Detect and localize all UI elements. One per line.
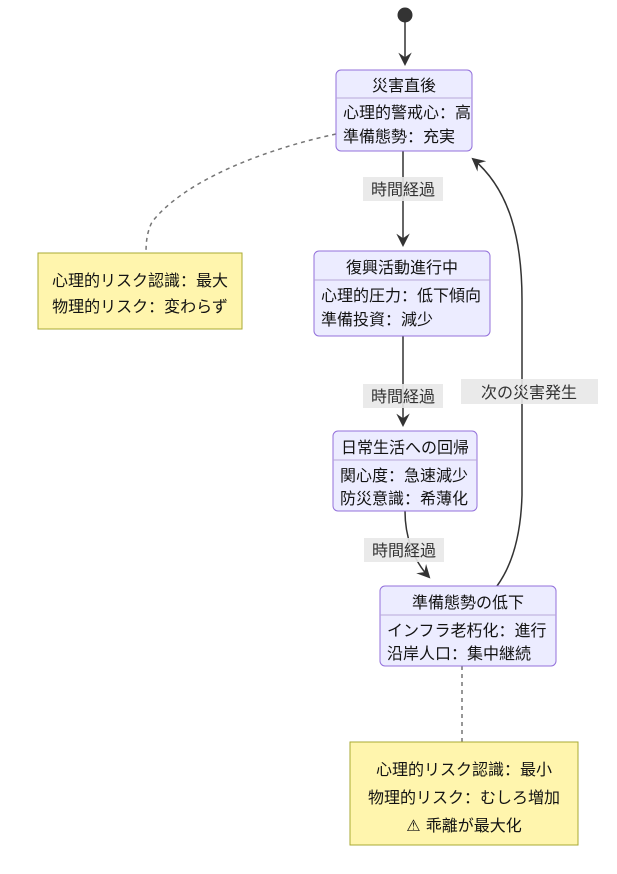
edge-label-text: 次の災害発生 [481,383,577,402]
edge-label-text: 時間経過 [372,541,436,560]
state-body-line: 沿岸人口：集中継続 [387,644,531,663]
state-immediate-aftermath: 災害直後 心理的警戒心：高 準備態勢：充実 [335,69,473,152]
note-line: 物理的リスク：むしろ増加 [368,788,560,807]
note-line: 心理的リスク認識：最小 [376,760,552,779]
state-preparedness-decline: 準備態勢の低下 インフラ老朽化：進行 沿岸人口：集中継続 [379,585,557,667]
state-body-line: 心理的圧力：低下傾向 [321,286,481,305]
state-recovery-in-progress: 復興活動進行中 心理的圧力：低下傾向 準備投資：減少 [313,250,491,337]
state-body-line: 準備投資：減少 [321,310,433,329]
edge-label-next-disaster: 次の災害発生 [461,379,598,404]
edge-label-text: 時間経過 [371,387,435,406]
edge-state4-to-state1 [471,157,523,587]
edge-label-time-1: 時間経過 [363,177,443,201]
state-title: 災害直後 [372,76,436,95]
state-body-line: 防災意識：希薄化 [340,489,468,508]
note-line: 物理的リスク：変わらず [52,297,228,316]
state-body-line: 心理的警戒心：高 [343,103,471,122]
state-body-line: 関心度：急速減少 [340,466,468,485]
state-body-line: インフラ老朽化：進行 [387,621,547,640]
note-left: 心理的リスク認識：最大 物理的リスク：変わらず [37,252,243,330]
note-line: 心理的リスク認識：最大 [52,271,228,290]
note-edge-state1-to-note-left [145,133,337,254]
state-return-to-daily-life: 日常生活への回帰 関心度：急速減少 防災意識：希薄化 [332,430,478,512]
edge-label-text: 時間経過 [371,180,435,199]
edge-label-time-3: 時間経過 [364,538,444,562]
state-title: 復興活動進行中 [346,258,458,277]
note-bottom: 心理的リスク認識：最小 物理的リスク：むしろ増加 ⚠ 乖離が最大化 [349,741,579,846]
note-line warning-line: ⚠ 乖離が最大化 [406,816,521,835]
state-title: 準備態勢の低下 [412,593,524,612]
state-title: 日常生活への回帰 [341,438,469,457]
initial-state-dot [397,7,413,23]
state-body-line: 準備態勢：充実 [343,127,455,146]
edge-label-time-2: 時間経過 [363,384,443,408]
